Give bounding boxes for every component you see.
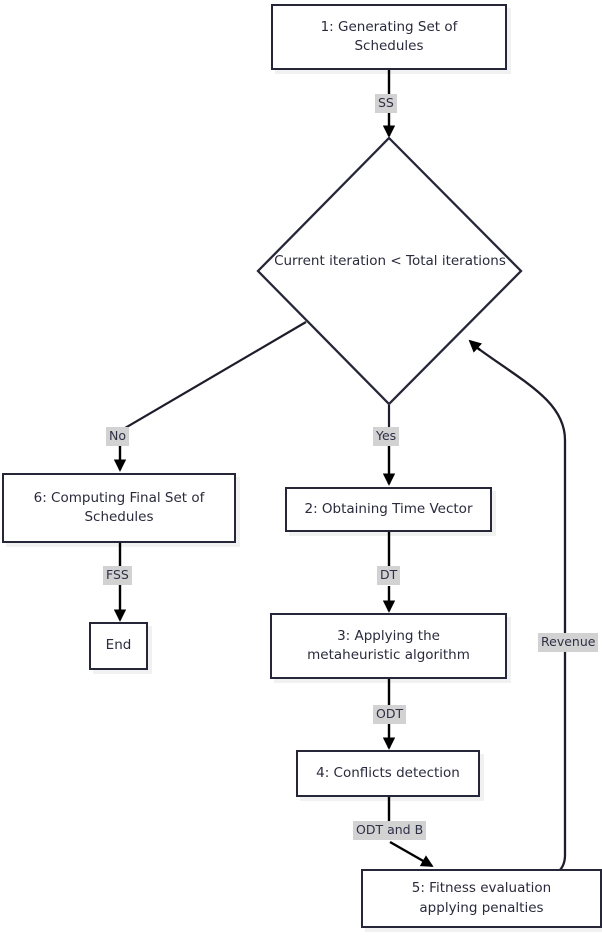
edge-label-dt: DT [377,566,401,585]
edge-label-fss-text: FSS [106,567,129,582]
edge-label-revenue-text: Revenue [541,634,596,649]
node-fitness-evaluation[interactable]: 5: Fitness evaluation applying penalties [361,869,602,928]
node-6-line-2: Schedules [84,509,154,525]
node-1-line-2: Schedules [354,38,424,54]
node-5-line-2: applying penalties [419,899,544,916]
decision-line-2: iterations [441,253,506,269]
edge-label-yes-text: Yes [376,428,397,443]
decision-diamond-shape [256,136,523,406]
decision-diamond-text: Current iteration < Total iterations [259,252,521,271]
node-1-line-1: 1: Generating Set of [320,18,458,35]
node-end[interactable]: End [89,622,148,670]
node-6-line-1: 6: Computing Final Set of [33,489,205,506]
edge-label-odt: ODT [373,705,407,724]
edge-label-no: No [106,427,129,446]
node-5-line-1: 5: Fitness evaluation [411,880,552,897]
edge-label-odt-text: ODT [376,706,404,721]
node-end-label: End [105,637,132,654]
node-4-label: 4: Conflicts detection [316,764,460,781]
node-applying-metaheuristic-algorithm[interactable]: 3: Applying the metaheuristic algorithm [270,613,507,679]
edge-revenue-head [468,339,483,353]
edge-no [119,321,307,432]
node-2-label: 2: Obtaining Time Vector [304,500,473,517]
edge-label-revenue: Revenue [538,633,599,652]
node-3-line-1: 3: Applying the [337,627,440,644]
edge-label-dt-text: DT [380,567,398,582]
node-generating-set-of-schedules[interactable]: 1: Generating Set of Schedules [271,4,507,70]
edge-odt-and-b [389,840,434,868]
node-obtaining-time-vector[interactable]: 2: Obtaining Time Vector [285,487,492,532]
edge-label-fss: FSS [103,566,132,585]
edge-label-ss-text: SS [378,95,394,110]
node-3-line-2: metaheuristic algorithm [307,647,470,663]
decision-line-1: Current iteration < Total [274,253,438,269]
edge-label-ss: SS [375,94,397,113]
node-conflicts-detection[interactable]: 4: Conflicts detection [296,750,480,797]
edge-label-no-text: No [109,428,126,443]
edge-label-odt-and-b-text: ODT and B [356,822,424,837]
edge-label-odt-and-b: ODT and B [353,821,427,840]
node-computing-final-set-of-schedules[interactable]: 6: Computing Final Set of Schedules [2,473,236,543]
edge-label-yes: Yes [373,427,400,446]
